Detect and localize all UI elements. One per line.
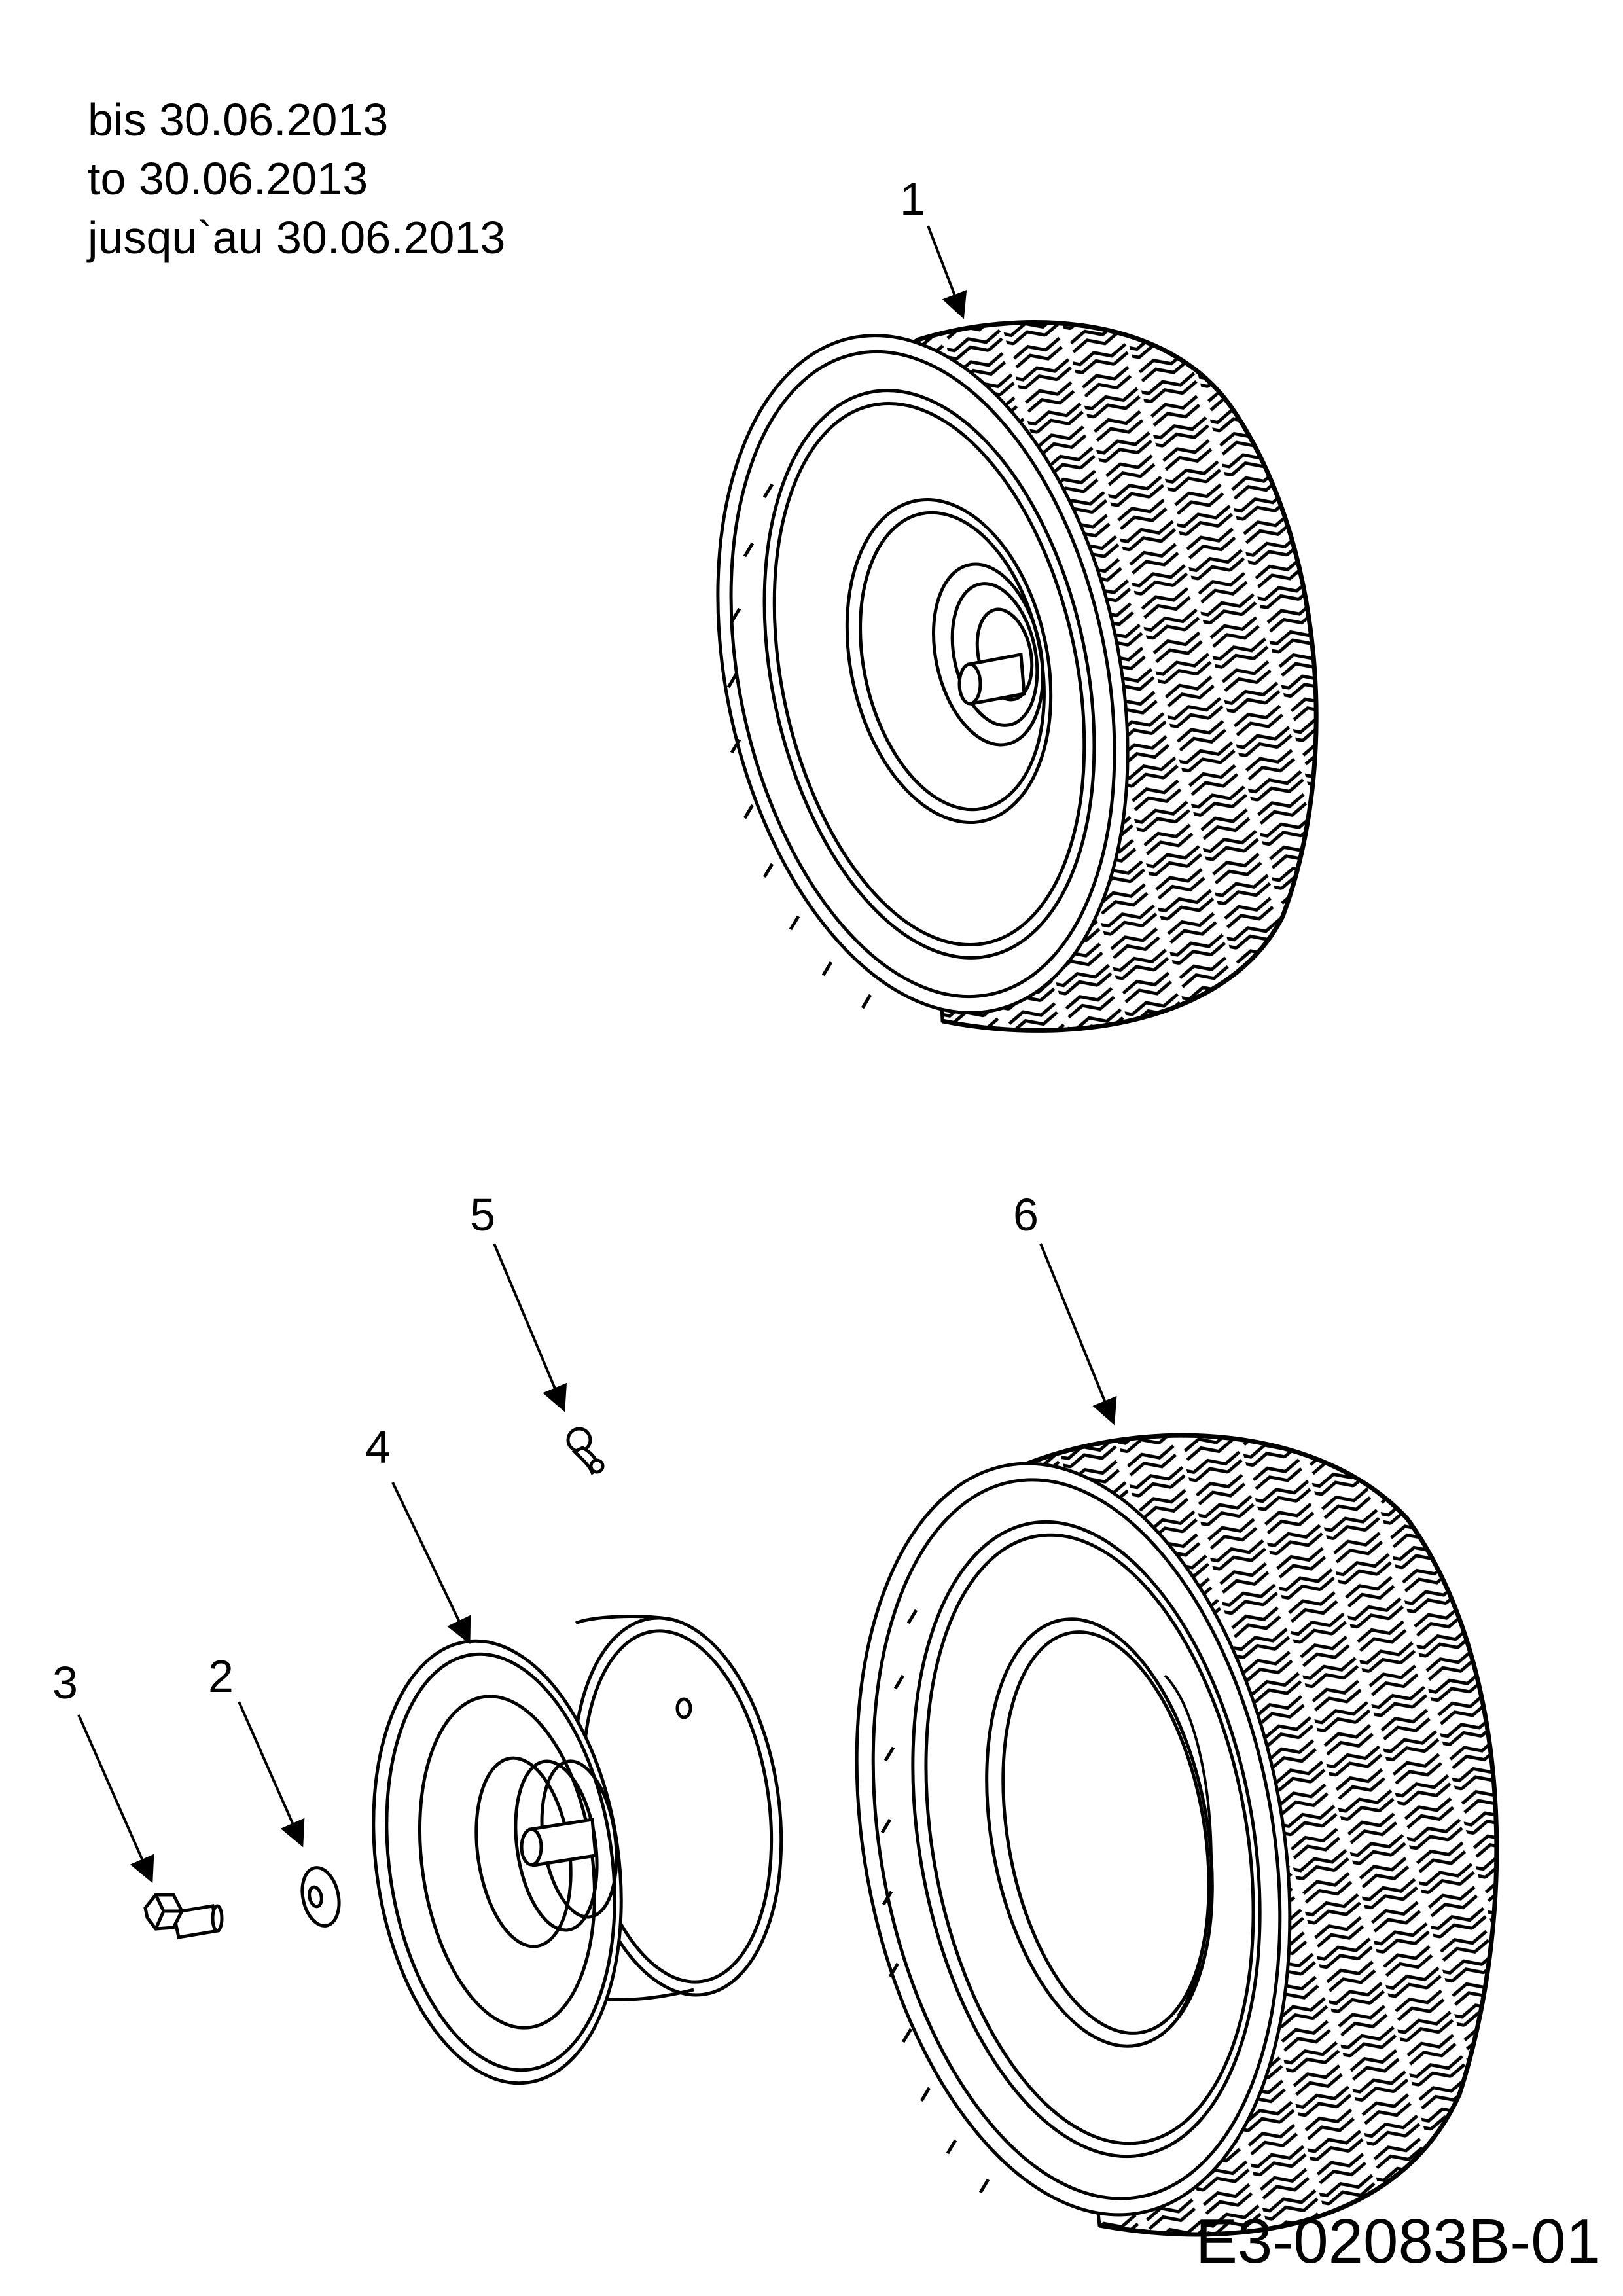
leader-2	[238, 1701, 305, 1848]
callout-1: 1	[900, 173, 925, 224]
validity-note-de: bis 30.06.2013	[88, 94, 389, 145]
rim-drawing	[372, 1615, 783, 2085]
tire-drawing	[855, 1433, 1499, 2237]
leader-1	[927, 225, 967, 319]
drawing-code: E3-02083B-01	[1195, 2206, 1601, 2276]
callout-3: 3	[52, 1657, 78, 1708]
leader-3	[77, 1714, 154, 1884]
validity-note-fr: jusqu`au 30.06.2013	[88, 212, 506, 263]
leader-5	[493, 1243, 567, 1412]
callout-6: 6	[1013, 1189, 1039, 1240]
hex-bolt-drawing	[143, 1893, 224, 1939]
validity-note-en: to 30.06.2013	[88, 153, 368, 204]
leader-6	[1039, 1243, 1117, 1426]
callout-2: 2	[208, 1651, 234, 1702]
wheel-assembly-drawing	[716, 320, 1319, 1033]
callout-5: 5	[470, 1189, 495, 1240]
washer-drawing	[300, 1866, 341, 1928]
validity-note: bis 30.06.2013 to 30.06.2013 jusqu`au 30…	[88, 90, 505, 267]
valve-drawing	[566, 1427, 605, 1475]
callout-4: 4	[365, 1422, 391, 1473]
callout-leaders	[77, 225, 1117, 1884]
leader-4	[391, 1482, 471, 1645]
